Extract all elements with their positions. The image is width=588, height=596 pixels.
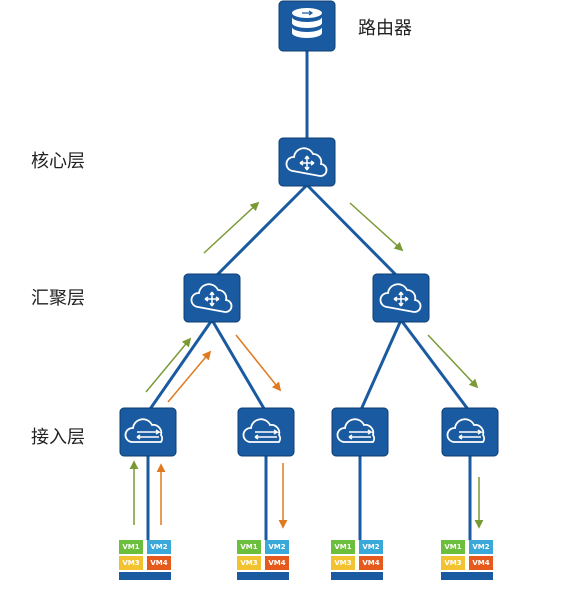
cloud-arrows-icon — [441, 407, 499, 457]
link-core-agg-left — [210, 183, 309, 282]
vm1-cell: VM1 — [237, 540, 261, 554]
vm2-cell: VM2 — [359, 540, 383, 554]
aggregation-layer-label: 汇聚层 — [31, 288, 85, 309]
vm3-cell: VM3 — [441, 556, 465, 570]
vm4-cell: VM4 — [359, 556, 383, 570]
traffic-arrow-orange-up-agg — [167, 350, 212, 403]
link-agg-right-access-3 — [358, 319, 403, 413]
vm-server-4[interactable]: VM1 VM2 VM3 VM4 — [441, 540, 497, 580]
database-cylinder-icon — [278, 0, 336, 52]
cloud-arrows-icon — [331, 407, 389, 457]
access-layer-label: 接入层 — [31, 427, 85, 448]
vm1-cell: VM1 — [119, 540, 143, 554]
vm4-cell: VM4 — [147, 556, 171, 570]
core-layer-label: 核心层 — [31, 151, 85, 172]
access-switch-node-4[interactable] — [441, 407, 499, 465]
link-agg-right-access-4 — [399, 319, 472, 413]
vm2-cell: VM2 — [147, 540, 171, 554]
server-base — [237, 572, 289, 580]
router-label: 路由器 — [358, 18, 412, 39]
cloud-arrows-icon — [237, 407, 295, 457]
vm4-cell: VM4 — [265, 556, 289, 570]
router-node[interactable] — [278, 0, 336, 58]
aggregation-switch-node-right[interactable] — [372, 273, 430, 331]
vm2-cell: VM2 — [265, 540, 289, 554]
core-switch-node[interactable] — [278, 137, 336, 195]
vm3-cell: VM3 — [237, 556, 261, 570]
traffic-arrow-green-down-access — [427, 334, 479, 389]
link-agg-left-access-1 — [146, 319, 214, 413]
traffic-arrow-green-up-core — [203, 201, 260, 254]
vm3-cell: VM3 — [119, 556, 143, 570]
traffic-arrow-orange-down-access — [235, 334, 282, 392]
access-switch-node-2[interactable] — [237, 407, 295, 465]
cloud-switch-icon — [372, 273, 430, 323]
cloud-arrows-icon — [119, 407, 177, 457]
traffic-arrow-green-down-right — [349, 202, 404, 252]
traffic-arrow-green-up-agg — [145, 337, 192, 393]
server-base — [331, 572, 383, 580]
vm-server-1[interactable]: VM1 VM2 VM3 VM4 — [119, 540, 175, 580]
aggregation-switch-node-left[interactable] — [183, 273, 241, 331]
access-switch-node-3[interactable] — [331, 407, 389, 465]
vm2-cell: VM2 — [469, 540, 493, 554]
access-switch-node-1[interactable] — [119, 407, 177, 465]
cloud-switch-icon — [278, 137, 336, 187]
vm4-cell: VM4 — [469, 556, 493, 570]
link-agg-left-access-2 — [210, 319, 268, 413]
cloud-switch-icon — [183, 273, 241, 323]
vm3-cell: VM3 — [331, 556, 355, 570]
server-base — [441, 572, 493, 580]
link-core-agg-right — [305, 183, 403, 282]
vm1-cell: VM1 — [441, 540, 465, 554]
server-base — [119, 572, 171, 580]
vm-server-3[interactable]: VM1 VM2 VM3 VM4 — [331, 540, 387, 580]
vm1-cell: VM1 — [331, 540, 355, 554]
vm-server-2[interactable]: VM1 VM2 VM3 VM4 — [237, 540, 293, 580]
